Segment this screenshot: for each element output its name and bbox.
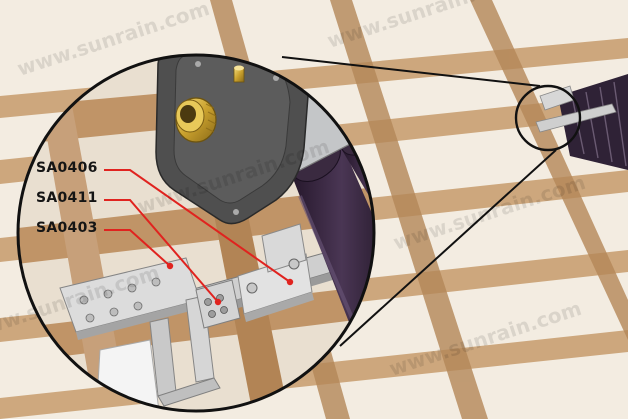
callout-line-sa0403: [104, 229, 171, 267]
brass-fitting: [175, 97, 217, 143]
part-label-sa0403: SA0403: [36, 220, 98, 236]
magnifier-rim: [16, 53, 376, 413]
zoom-line-bottom: [339, 149, 557, 347]
part-label-sa0411: SA0411: [36, 190, 98, 206]
part-label-sa0406: SA0406: [36, 160, 98, 176]
magnified-detail: [18, 55, 374, 411]
callout-endpoints: [166, 262, 294, 306]
callout-line-sa0406: [104, 169, 291, 283]
collector-overview: [535, 74, 628, 170]
callout-dot-sa0406: [286, 278, 294, 286]
callout-line-sa0411: [104, 199, 219, 303]
zoom-line-top: [281, 56, 541, 87]
callout-dot-sa0411: [214, 298, 222, 306]
callout-dot-sa0403: [166, 262, 174, 270]
callout-leaders: [104, 169, 291, 303]
zoom-source-circle: [514, 84, 582, 152]
